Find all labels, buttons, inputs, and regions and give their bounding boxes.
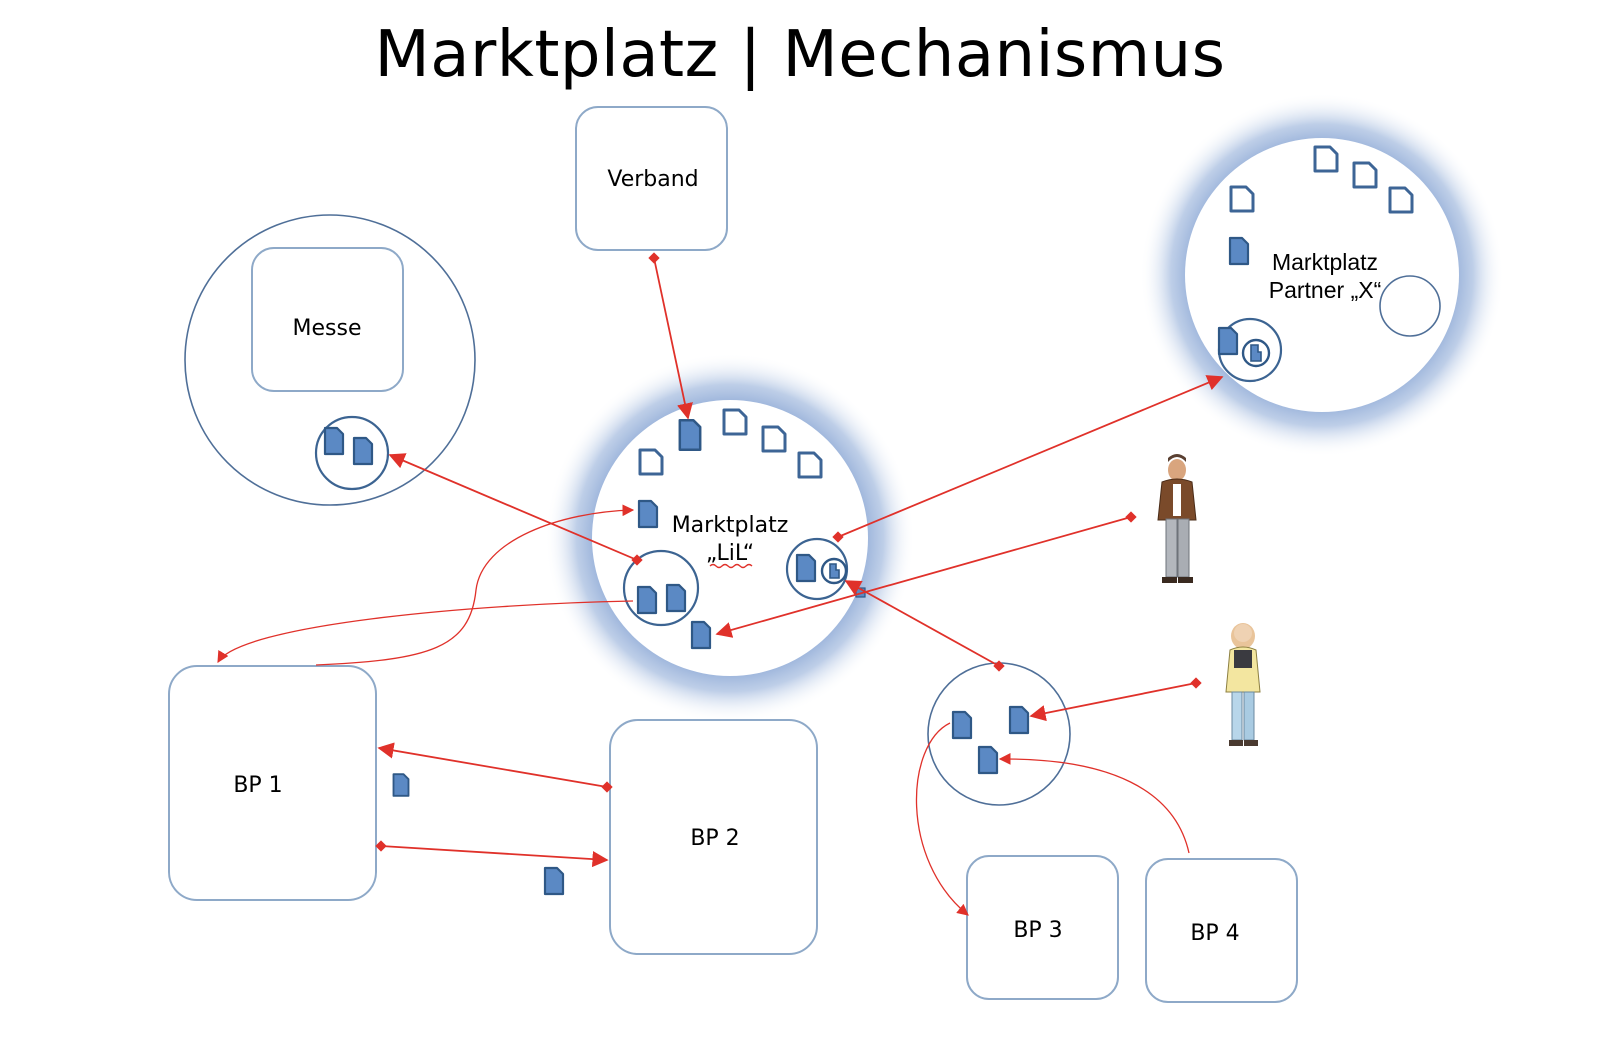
diamond-marker (375, 840, 387, 852)
bp1-box (168, 665, 377, 901)
bp2-node[interactable]: BP 2 (609, 719, 818, 955)
arrow-person-cluster (1029, 682, 1197, 722)
messe-label: Messe (293, 316, 362, 341)
document-icon (951, 710, 973, 740)
arrow-verband-lil (653, 257, 693, 420)
connectors (217, 252, 1224, 916)
bp2-label: BP 2 (690, 826, 739, 851)
document-outline-icon (1229, 185, 1255, 213)
document-outline-icon (1352, 161, 1378, 189)
person-icon (1225, 623, 1261, 746)
document-icon (665, 583, 687, 613)
verband-label: Verband (607, 167, 698, 192)
document-outline-icon (1388, 186, 1414, 214)
diamond-marker (1125, 511, 1137, 523)
messe-outer-circle (184, 214, 476, 506)
diamond-marker (648, 252, 660, 264)
document-icon (392, 773, 410, 797)
marktplatz-x-label-1: Marktplatz (1272, 249, 1378, 275)
messe-box (251, 247, 404, 392)
bp1-node[interactable]: BP 1 (168, 665, 377, 901)
lock-icon (820, 557, 848, 585)
document-icon (1217, 326, 1239, 356)
document-icon (323, 426, 345, 456)
bp3-node[interactable]: BP 3 (966, 855, 1119, 1000)
arrow-lil-marktplatz-x (837, 375, 1224, 538)
bp4-box (1145, 858, 1298, 1003)
document-icon (637, 499, 659, 529)
marktplatz-x-empty-circle (1379, 275, 1441, 337)
arrow-bp1-lil-curve (315, 504, 635, 666)
arrow-bp2-bp1 (377, 742, 608, 788)
bp4-label: BP 4 (1190, 921, 1239, 946)
marktplatz-lil-label-2: „LiL“ (706, 541, 754, 566)
document-outline-icon (722, 408, 748, 436)
marktplatz-lil-circle (592, 400, 868, 676)
bp2-box (609, 719, 818, 955)
marktplatz-lil-label-1: Marktplatz (672, 513, 789, 538)
arrow-bp4-cluster-curve (998, 753, 1190, 854)
verband-box (575, 106, 728, 251)
document-icon (795, 553, 817, 583)
document-outline-icon (761, 425, 787, 453)
document-outline-icon (638, 448, 664, 476)
diamond-marker (993, 660, 1005, 672)
document-icon (352, 436, 374, 466)
bp1-label: BP 1 (233, 773, 282, 798)
arrow-lil-bp1-curve (217, 600, 634, 664)
verband-node[interactable]: Verband (575, 106, 728, 251)
page-title: Marktplatz | Mechanismus (374, 18, 1226, 92)
cluster-circle (927, 662, 1071, 806)
diamond-marker (1190, 677, 1202, 689)
document-outline-icon (1313, 145, 1339, 173)
document-outline-icon (797, 451, 823, 479)
marktplatz-x-label-2: Partner „X“ (1269, 277, 1381, 303)
person-icon (1157, 454, 1197, 583)
arrow-cluster-bp3-curve (915, 722, 969, 916)
diamond-marker (832, 531, 844, 543)
diamond-marker (601, 781, 613, 793)
arrow-lil-messe (388, 453, 638, 561)
arrow-person-lil (715, 516, 1132, 638)
lock-icon (1241, 338, 1271, 368)
spellcheck-underline (709, 563, 753, 569)
document-icon (690, 620, 712, 650)
document-icon (678, 418, 702, 452)
lil-doc-circle (622, 549, 700, 627)
arrow-cluster-lil (844, 580, 1000, 667)
document-icon (977, 745, 999, 775)
bp4-node[interactable]: BP 4 (1145, 858, 1298, 1003)
messe-doc-circle (314, 415, 390, 491)
bp3-box (966, 855, 1119, 1000)
document-icon (543, 866, 565, 896)
document-icon (636, 585, 658, 615)
document-icon (1228, 236, 1250, 266)
document-icon (1008, 705, 1030, 735)
diamond-marker (631, 554, 643, 566)
bp3-label: BP 3 (1013, 918, 1062, 943)
messe-node[interactable]: Messe (184, 214, 476, 506)
arrow-bp1-bp2 (380, 845, 609, 868)
